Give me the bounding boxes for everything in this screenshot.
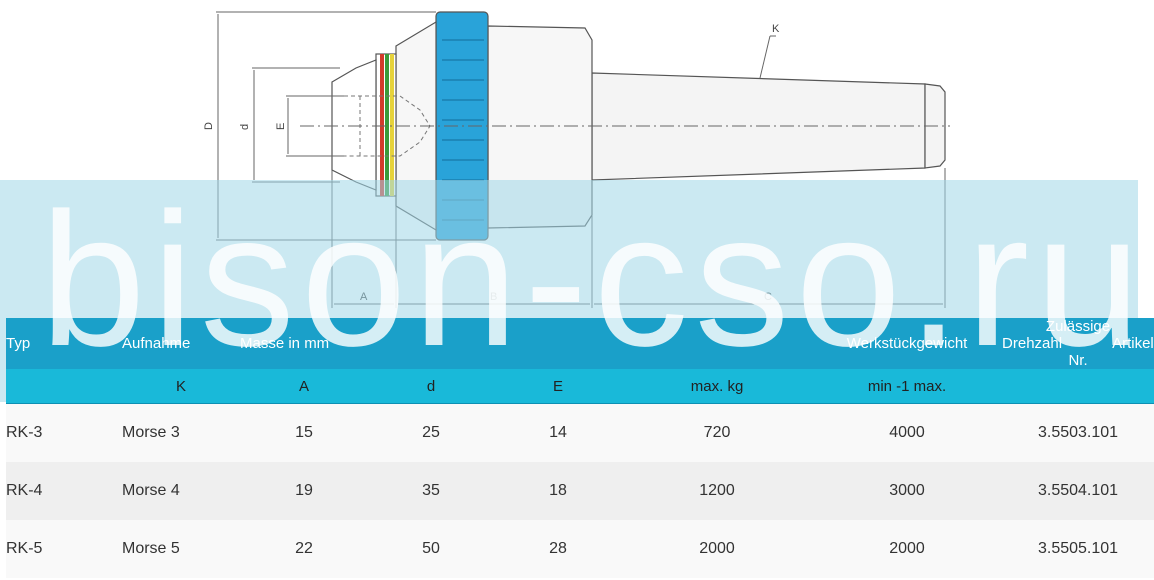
- cell-a: 15: [240, 403, 368, 462]
- cell-e: 14: [494, 403, 623, 462]
- table-row: RK-4 Morse 4 19 35 18 1200 3000 3.5504.1…: [6, 462, 1154, 520]
- subheader-kg: max. kg: [622, 369, 813, 404]
- header-werkstueck: Werkstückgewicht: [812, 318, 1003, 369]
- cell-typ: RK-5: [6, 520, 122, 578]
- cell-rpm: 2000: [812, 520, 1003, 578]
- spec-table: Typ Aufnahme Masse in mm Werkstückgewich…: [6, 318, 1154, 578]
- subheader-rpm: min -1 max.: [812, 369, 1003, 404]
- cell-rpm: 3000: [812, 462, 1003, 520]
- subheader-d: d: [368, 369, 494, 404]
- label-d: d: [239, 124, 251, 130]
- cell-d: 50: [368, 520, 494, 578]
- header-drehzahl: Zulässige Drehzahl: [1002, 318, 1111, 352]
- cell-rpm: 4000: [812, 403, 1003, 462]
- ring-yellow: [390, 54, 394, 196]
- ring-red: [380, 54, 384, 196]
- cell-typ: RK-3: [6, 403, 122, 462]
- cell-e: 28: [494, 520, 623, 578]
- cell-d: 25: [368, 403, 494, 462]
- table-subheader-row: K A d E max. kg min -1 max.: [6, 369, 1154, 404]
- ring-green: [385, 54, 389, 196]
- header-masse: Masse in mm: [240, 318, 623, 369]
- subheader-e: E: [494, 369, 623, 404]
- label-D: D: [203, 122, 215, 130]
- cell-aufnahme: Morse 3: [122, 403, 240, 462]
- label-K: K: [772, 23, 780, 35]
- cell-e: 18: [494, 462, 623, 520]
- cell-kg: 1200: [622, 462, 813, 520]
- header-typ: Typ: [6, 318, 122, 369]
- cell-d: 35: [368, 462, 494, 520]
- label-E: E: [275, 123, 287, 130]
- cell-artikel: 3.5504.101: [1002, 462, 1154, 520]
- subheader-empty-end: [1002, 369, 1154, 404]
- cell-a: 19: [240, 462, 368, 520]
- subheader-empty: [6, 369, 122, 404]
- cell-aufnahme: Morse 5: [122, 520, 240, 578]
- cell-aufnahme: Morse 4: [122, 462, 240, 520]
- cell-kg: 2000: [622, 520, 813, 578]
- table-row: RK-3 Morse 3 15 25 14 720 4000 3.5503.10…: [6, 403, 1154, 462]
- cell-artikel: 3.5505.101: [1002, 520, 1154, 578]
- cell-kg: 720: [622, 403, 813, 462]
- technical-drawing: K D d E A B C: [203, 11, 950, 308]
- cell-typ: RK-4: [6, 462, 122, 520]
- cell-artikel: 3.5503.101: [1002, 403, 1154, 462]
- header-artikel: Artikel-Nr.: [1068, 335, 1154, 369]
- subheader-k: K: [122, 369, 240, 404]
- table-row: RK-5 Morse 5 22 50 28 2000 2000 3.5505.1…: [6, 520, 1154, 578]
- nose-cone: [331, 59, 377, 191]
- header-aufnahme: Aufnahme: [122, 318, 240, 369]
- table-header-row: Typ Aufnahme Masse in mm Werkstückgewich…: [6, 318, 1154, 369]
- cell-a: 22: [240, 520, 368, 578]
- header-spacer: [622, 318, 813, 369]
- subheader-a: A: [240, 369, 368, 404]
